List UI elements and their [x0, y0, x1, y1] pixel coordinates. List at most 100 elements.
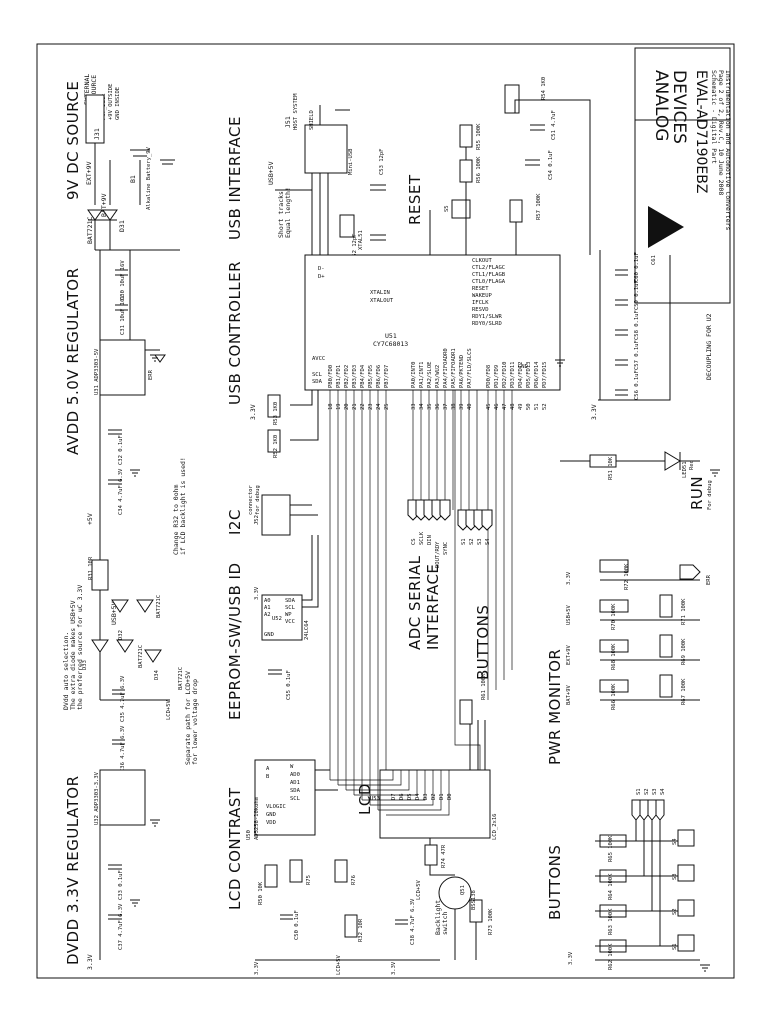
- svg-text:C33 0.1uF: C33 0.1uF: [118, 870, 124, 900]
- svg-text:38: 38: [451, 403, 457, 410]
- svg-text:CLKOUT: CLKOUT: [472, 258, 493, 264]
- svg-text:R76: R76: [351, 875, 357, 885]
- title-line-2: Page 2 of 2, Rev.C, 10 June 2008: [717, 70, 725, 195]
- svg-text:C37 4.7uF 6.3V: C37 4.7uF 6.3V: [118, 903, 124, 950]
- svg-text:C36 4.7uF 6.3V: C36 4.7uF 6.3V: [120, 725, 126, 772]
- lcd-block: U53 LCD_2x16 D7 D6 D5 D4 D3 D2 D1 D0 R61…: [330, 673, 498, 960]
- svg-text:J31: J31: [93, 128, 101, 140]
- svg-text:C31 10uF 16V: C31 10uF 16V: [120, 295, 126, 335]
- svg-text:3.3V: 3.3V: [590, 404, 598, 420]
- u51-ref: U51: [385, 332, 397, 340]
- svg-text:R68 100K: R68 100K: [611, 643, 617, 670]
- svg-text:PD5/FD13: PD5/FD13: [526, 362, 532, 389]
- svg-text:37: 37: [443, 403, 449, 410]
- adc-connector-tags: [407, 499, 451, 521]
- u51-bus-wires: [329, 390, 513, 815]
- svg-text:52: 52: [542, 403, 548, 410]
- svg-text:PD7/FD15: PD7/FD15: [542, 362, 548, 389]
- svg-text:Alkaline Battery_9V: Alkaline Battery_9V: [146, 146, 152, 210]
- svg-text:C34 4.7uF 6.3V: C34 4.7uF 6.3V: [118, 468, 124, 515]
- i2c-note-2: for debug: [255, 485, 261, 515]
- d31-diode-a: [87, 209, 103, 221]
- note-dvdd-1: DVdd auto selection.: [62, 632, 70, 710]
- svg-text:S3: S3: [672, 873, 678, 880]
- svg-text:PD2/FD10: PD2/FD10: [502, 362, 508, 389]
- svg-text:BSS138: BSS138: [471, 890, 477, 910]
- svg-text:24: 24: [376, 403, 382, 410]
- svg-text:S1: S1: [672, 943, 678, 950]
- svg-text:C35 4.7uF 6.3V: C35 4.7uF 6.3V: [120, 675, 126, 722]
- u52-eeprom: [261, 594, 303, 641]
- svg-text:R63 100K: R63 100K: [608, 908, 614, 935]
- svg-text:SDA: SDA: [290, 788, 301, 794]
- svg-text:U50: U50: [246, 830, 252, 840]
- svg-text:D5: D5: [407, 793, 413, 800]
- svg-text:SCL: SCL: [285, 605, 296, 611]
- svg-text:R74 47R: R74 47R: [441, 844, 447, 868]
- u51-usb-controller: U51 CY7C68013 D+ D- XTALIN XTALOUT SCL S…: [304, 254, 561, 815]
- s2-button: [677, 899, 695, 917]
- svg-text:CTL2/FLAGC: CTL2/FLAGC: [472, 265, 505, 271]
- note-ext-src-2: DC SOURCE: [90, 75, 98, 110]
- svg-text:BAT721C: BAT721C: [86, 217, 94, 244]
- svg-text:3.3V: 3.3V: [254, 961, 260, 975]
- u32-regulator: [99, 769, 146, 826]
- svg-text:19: 19: [336, 403, 342, 410]
- svg-text:USB+5V: USB+5V: [267, 161, 275, 185]
- svg-text:U52: U52: [272, 616, 282, 622]
- board-name: EVAL-AD7190EBZ: [693, 70, 709, 193]
- u51-part: CY7C68013: [373, 340, 408, 348]
- svg-text:C52 12pF: C52 12pF: [352, 234, 358, 261]
- avdd-regulator-block: U31 ADP3303-5V C30 10uF 16V C31 10uF 16V…: [86, 250, 166, 525]
- svg-text:S4: S4: [485, 538, 491, 545]
- u53-lcd-module: [379, 769, 491, 839]
- s5-reset-switch: [451, 199, 471, 219]
- svg-text:PD1/FD9: PD1/FD9: [494, 365, 500, 388]
- svg-text:R56 100K: R56 100K: [476, 156, 482, 183]
- note-lcd-sep-2: for lower voltage drop: [191, 679, 199, 765]
- section-lcd: LCD: [356, 783, 374, 815]
- svg-text:SHIELD: SHIELD: [309, 110, 315, 130]
- svg-text:C58 0.1uF: C58 0.1uF: [634, 310, 640, 340]
- u51-port-a-pins: PA0/INT0 PA1/INT1 PA2/SLOE PA3/WU2 PA4/F…: [411, 348, 473, 388]
- svg-text:3.3V: 3.3V: [86, 954, 94, 970]
- svg-text:A2: A2: [264, 612, 271, 618]
- r69-resistor: [659, 634, 673, 658]
- svg-text:D31: D31: [118, 220, 126, 232]
- svg-text:U31 ADP3303-5V: U31 ADP3303-5V: [94, 348, 100, 395]
- svg-text:+5V: +5V: [86, 513, 94, 525]
- svg-text:Q51: Q51: [460, 885, 466, 895]
- svg-text:ERR: ERR: [148, 369, 154, 380]
- svg-text:S1: S1: [636, 788, 642, 795]
- svg-text:BAT721C: BAT721C: [138, 645, 144, 668]
- decoupling-label: DECOUPLING FOR U2: [705, 313, 713, 380]
- svg-text:PB2/FD2: PB2/FD2: [344, 365, 350, 388]
- svg-text:R72 100K: R72 100K: [624, 563, 630, 590]
- svg-text:33: 33: [411, 403, 417, 410]
- svg-text:22: 22: [360, 403, 366, 410]
- svg-text:PA2/SLOE: PA2/SLOE: [427, 362, 433, 389]
- adc-serial-tags: CS SCLK DIN DOUT/RDY SYNC S1 S2 S3 S4: [407, 499, 493, 568]
- svg-text:C30 10uF 16V: C30 10uF 16V: [120, 260, 126, 300]
- svg-text:R71 100K: R71 100K: [681, 598, 687, 625]
- note-pwr-jack-3: GND INSIDE: [115, 87, 121, 120]
- dc-source-block: J31 B1 Alkaline Battery_9V EXT+9V BAT+9V…: [85, 94, 180, 251]
- section-usb-interface: USB INTERFACE: [226, 116, 244, 240]
- section-run: RUN: [688, 476, 706, 510]
- svg-text:C50 0.1uF: C50 0.1uF: [294, 910, 300, 940]
- svg-text:3.3V: 3.3V: [568, 951, 574, 965]
- xtal51-crystal: [339, 214, 355, 238]
- svg-text:D+: D+: [318, 274, 325, 280]
- svg-text:EXT+9V: EXT+9V: [566, 644, 572, 665]
- u51-port-b-pins: PB0/FD0 PB1/FD1 PB2/FD2 PB3/FD3 PB4/FD4 …: [328, 364, 390, 388]
- company-name-2: DEVICES: [669, 70, 689, 144]
- s1-button: [677, 934, 695, 952]
- svg-text:R69 100K: R69 100K: [681, 638, 687, 665]
- svg-text:C54 0.1uF: C54 0.1uF: [548, 150, 554, 180]
- svg-text:USB+5V: USB+5V: [110, 601, 118, 625]
- led51-diode: [664, 451, 681, 471]
- run-led-block: R51 10K LED51 Red: [560, 451, 700, 480]
- r52-resistor: [267, 429, 281, 453]
- svg-text:XTAL51: XTAL51: [358, 230, 364, 250]
